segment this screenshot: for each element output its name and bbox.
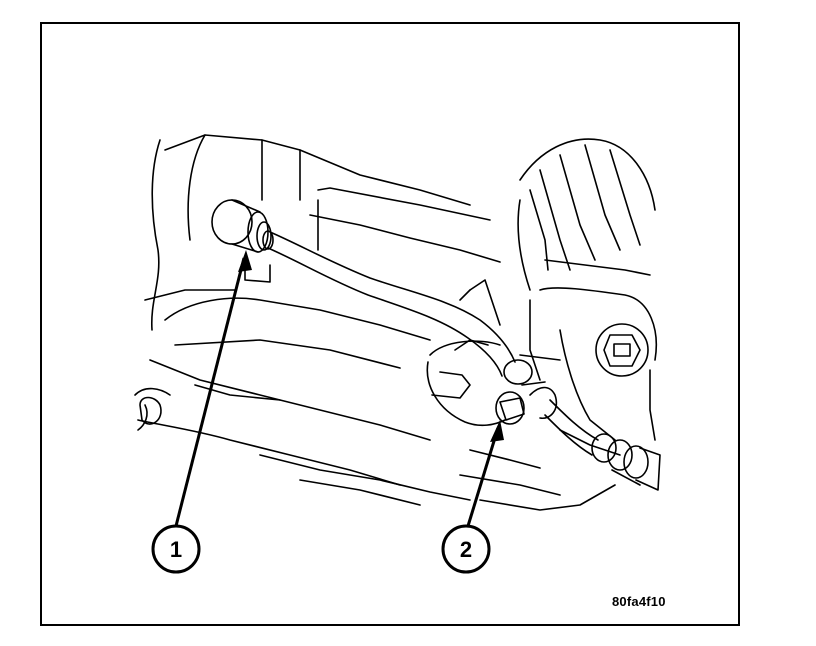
cooler-line-fitting-1 — [211, 199, 274, 253]
callout-leaders — [174, 257, 500, 527]
arrowhead-1 — [238, 250, 252, 272]
line-bracket — [426, 279, 506, 427]
arrowhead-2 — [490, 420, 504, 442]
callout-2-label: 2 — [460, 537, 472, 562]
cooler-line-tube — [267, 231, 516, 377]
leader-line-2 — [466, 427, 500, 527]
callout-1: 1 — [151, 524, 201, 574]
cooler-line-fitting-2 — [495, 359, 558, 425]
callout-1-label: 1 — [170, 537, 182, 562]
leader-arrowheads — [238, 250, 504, 442]
leader-line-1 — [174, 257, 246, 527]
valve-body-housing — [517, 138, 657, 456]
cooler-hose — [544, 399, 661, 491]
transmission-case — [134, 134, 616, 511]
housing-bolt — [595, 323, 649, 377]
figure-code: 80fa4f10 — [612, 594, 666, 609]
callout-2: 2 — [441, 524, 491, 574]
